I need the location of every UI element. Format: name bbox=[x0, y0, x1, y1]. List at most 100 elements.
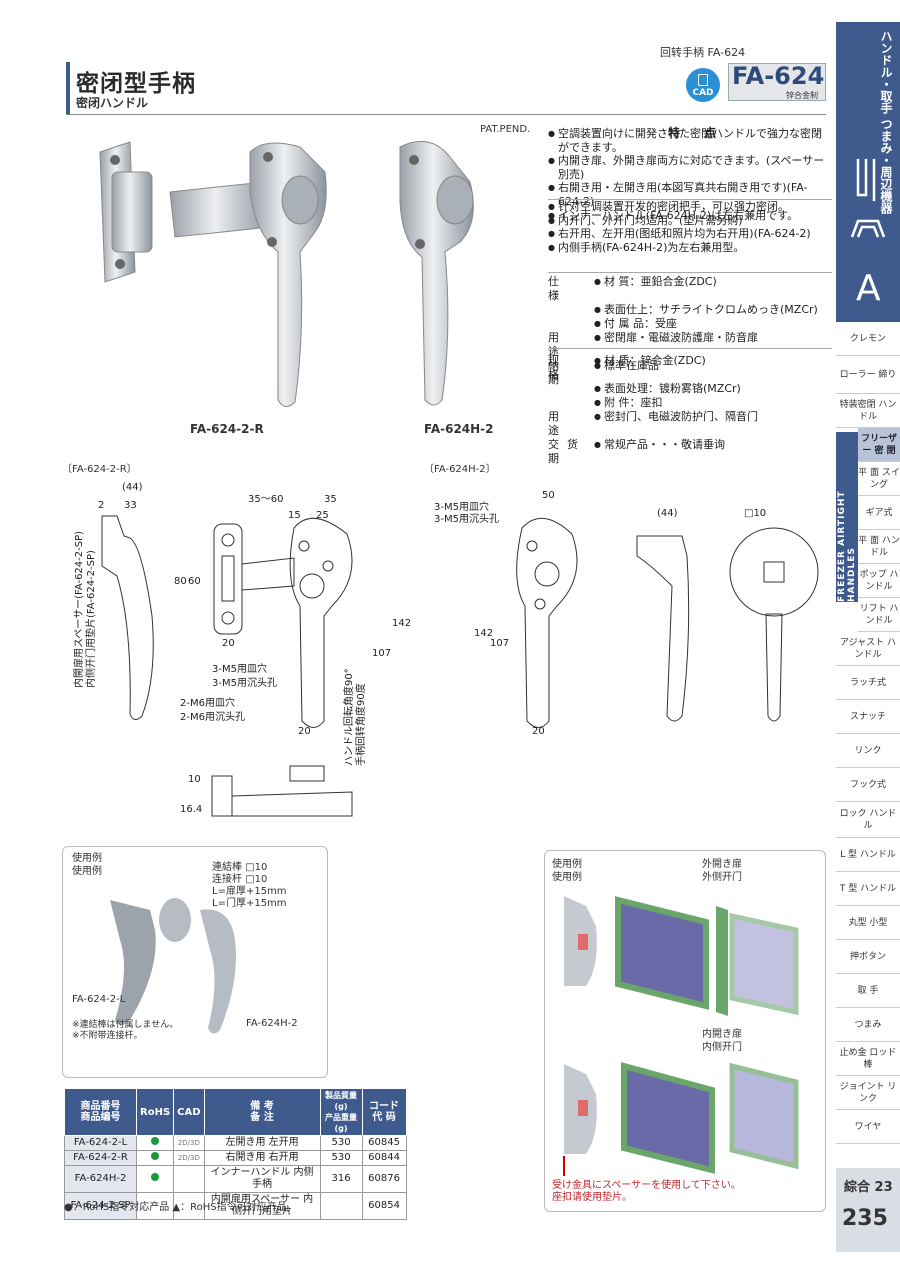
sidebar-item[interactable]: アジャスト ハンドル bbox=[836, 632, 900, 666]
sidebar-item[interactable]: 平 面 ハンドル bbox=[858, 530, 900, 564]
col-weight: 製品質量(g)产品重量(g) bbox=[319, 1088, 363, 1136]
usage-rod-note: 連結棒 □10 连接杆 □10 L=扉厚+15mm L=门厚+15mm bbox=[212, 862, 287, 910]
table-cell: FA-624-2-SP bbox=[64, 1192, 137, 1220]
table-cell: 2D/3D bbox=[173, 1150, 205, 1166]
sidebar-item[interactable]: 平 面 スイング bbox=[858, 462, 900, 496]
cad-badge[interactable]: CAD bbox=[686, 68, 720, 102]
dim-2: 2 bbox=[98, 500, 104, 511]
dim-25: 25 bbox=[316, 510, 329, 521]
table-cell: 2D/3D bbox=[173, 1135, 205, 1151]
dim-60: 60 bbox=[188, 576, 201, 587]
sidebar-item[interactable]: リンク bbox=[836, 734, 900, 768]
product-photos bbox=[99, 140, 474, 407]
len-zh: L=门厚+15mm bbox=[212, 898, 287, 909]
spec-key: 納 期 bbox=[548, 359, 567, 386]
spec-value: 付 属 品：受座 bbox=[594, 317, 834, 331]
sidebar-item[interactable]: ジョイント リンク bbox=[836, 1076, 900, 1110]
note-ja: ※連結棒は付属しません。 bbox=[72, 1020, 179, 1030]
spec-key: 规 格 bbox=[548, 354, 567, 381]
table-cell: 左開き用 左开用 bbox=[203, 1135, 321, 1151]
table-cell: FA-624-2-R bbox=[64, 1150, 137, 1166]
sidebar-item[interactable]: クレモン bbox=[836, 322, 900, 356]
page-number: 235 bbox=[842, 1206, 888, 1231]
side-profile-left bbox=[101, 515, 154, 720]
dim-50: 50 bbox=[542, 490, 555, 501]
table-cell: 60844 bbox=[361, 1150, 407, 1166]
spec-value: 表面仕上：サチライトクロムめっき(MZCr) bbox=[594, 303, 834, 317]
title-accent-bar bbox=[66, 62, 70, 114]
m5-ja-right: 3-M5用皿穴 bbox=[434, 500, 489, 513]
table-cell: インナーハンドル 内侧手柄 bbox=[203, 1165, 321, 1193]
handle-icon bbox=[850, 159, 886, 238]
sidebar-item[interactable]: T 型 ハンドル bbox=[836, 872, 900, 906]
dim-35-60: 35〜60 bbox=[248, 494, 283, 505]
col-code2: コード代 码 bbox=[361, 1088, 407, 1136]
sidebar-item[interactable]: L 型 ハンドル bbox=[836, 838, 900, 872]
page-title: 密闭型手柄 bbox=[76, 71, 196, 97]
sidebar-item[interactable]: ポップ ハンドル bbox=[858, 564, 900, 598]
m5-zh-right: 3-M5用沉头孔 bbox=[434, 512, 499, 525]
col-note: 備 考备 注 bbox=[203, 1088, 321, 1136]
spec-value: 常规产品・・・敬请垂询 bbox=[594, 438, 834, 466]
photo-label-left: FA-624-2-R bbox=[190, 422, 264, 436]
sidebar-letter: A bbox=[856, 268, 881, 309]
door-illustrations bbox=[563, 896, 799, 1176]
page-box bbox=[836, 1168, 900, 1252]
spec-value: 表面处理：镀粉雾铬(MZCr) bbox=[594, 382, 834, 396]
col-rohs: RoHS bbox=[135, 1088, 175, 1136]
handle-outline-left bbox=[289, 517, 353, 728]
sidebar-item[interactable]: 止め金 ロッド棒 bbox=[836, 1042, 900, 1076]
model-number: FA-624 bbox=[732, 62, 825, 90]
sidebar-item[interactable]: ギア式 bbox=[858, 496, 900, 530]
rod-ja: 連結棒 □10 bbox=[212, 862, 268, 873]
sidebar-item[interactable]: 丸型 小型 bbox=[836, 906, 900, 940]
out-zh: 外侧开门 bbox=[702, 872, 742, 883]
usage-note: ※連結棒は付属しません。 ※不附带连接杆。 bbox=[72, 1020, 178, 1042]
strike-outline bbox=[213, 523, 243, 635]
sidebar-item[interactable]: つまみ bbox=[836, 1008, 900, 1042]
sidebar-category-text: ハンドル・取手 つまみ・周辺機器 bbox=[879, 30, 893, 215]
dim-107: 107 bbox=[372, 648, 391, 659]
model-box bbox=[728, 63, 826, 101]
sidebar-item[interactable]: スナッチ bbox=[836, 700, 900, 734]
dim-20-handle: 20 bbox=[298, 726, 311, 737]
usage-title-ja: 使用例 bbox=[72, 853, 102, 864]
patent-label: PAT.PEND. bbox=[480, 124, 531, 135]
sidebar-item[interactable]: 押ボタン bbox=[836, 940, 900, 974]
dim-33: 33 bbox=[124, 500, 137, 511]
dim-16-4: 16.4 bbox=[180, 804, 202, 815]
feature-item: 内开门、外开门均适用。(垫片需另购) bbox=[548, 214, 832, 228]
drawing-title-left: 〔FA-624-2-R〕 bbox=[62, 464, 137, 475]
rohs-cell bbox=[135, 1150, 175, 1166]
sidebar-category-panel bbox=[836, 22, 900, 322]
dim-142: 142 bbox=[392, 618, 411, 629]
sidebar-item[interactable]: フック式 bbox=[836, 768, 900, 802]
rear-view bbox=[729, 527, 819, 617]
dim-10-sq: □10 bbox=[744, 508, 766, 519]
table-cell: FA-624-2-L bbox=[64, 1135, 137, 1151]
table-cell bbox=[319, 1192, 363, 1220]
in-zh: 内侧开门 bbox=[702, 1042, 742, 1053]
sidebar-item[interactable]: ワイヤ bbox=[836, 1110, 900, 1144]
sidebar-item[interactable]: リフト ハンドル bbox=[858, 598, 900, 632]
spec-value: 附 件：座扣 bbox=[594, 396, 834, 410]
usage-title-ja: 使用例 bbox=[552, 859, 582, 870]
spacer-note-zh: 座扣请使用垫片。 bbox=[552, 1192, 632, 1203]
handle-outline-right bbox=[516, 518, 578, 728]
feature-item: 空調装置向けに開発された密閉ハンドルで強力な密閉ができます。 bbox=[548, 127, 832, 154]
cad-label: CAD bbox=[692, 88, 714, 98]
sidebar-item[interactable]: 特装密閉 ハンドル bbox=[836, 394, 900, 428]
sidebar-item[interactable]: 取 手 bbox=[836, 974, 900, 1008]
m5-zh: 3-M5用沉头孔 bbox=[212, 676, 277, 689]
col-code: 商品番号商品编号 bbox=[64, 1088, 137, 1136]
breadcrumb: 回转手柄 FA-624 bbox=[660, 46, 746, 59]
table-cell: FA-624H-2 bbox=[64, 1165, 137, 1193]
usage-title-zh: 使用例 bbox=[552, 872, 582, 883]
sidebar-item[interactable]: ローラー 締り bbox=[836, 356, 900, 394]
rotation-ja: ハンドル回転角度90° bbox=[342, 668, 355, 766]
sidebar-item[interactable]: ロック ハンドル bbox=[836, 802, 900, 838]
sidebar-item[interactable]: ラッチ式 bbox=[836, 666, 900, 700]
sidebar-item[interactable]: フリーザー 密 閉 bbox=[858, 428, 900, 462]
